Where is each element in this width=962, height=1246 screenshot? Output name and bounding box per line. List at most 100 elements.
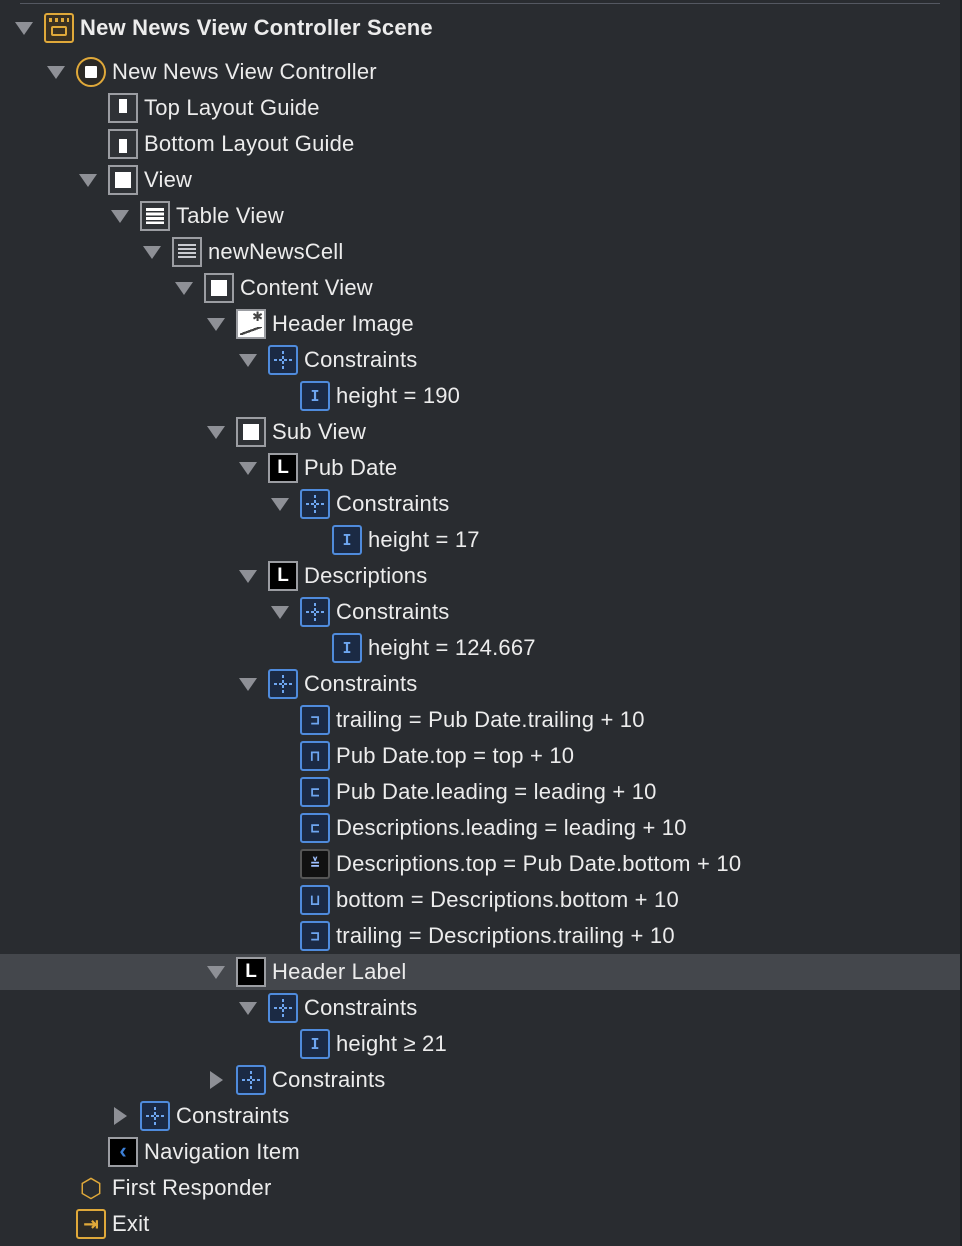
disclosure-collapsed-icon[interactable] <box>206 1070 226 1090</box>
tree-label: Bottom Layout Guide <box>144 131 355 156</box>
tree-label: Pub Date.leading = leading + 10 <box>336 779 657 804</box>
tree-row-constraint[interactable]: I height = 124.667 <box>0 630 960 666</box>
disclosure-expanded-icon[interactable] <box>270 602 290 622</box>
tree-label: New News View Controller <box>112 59 377 84</box>
tree-row-view-controller[interactable]: New News View Controller <box>0 54 960 90</box>
tree-row-bottom-layout-guide[interactable]: Bottom Layout Guide <box>0 126 960 162</box>
layout-guide-icon <box>108 129 138 159</box>
tree-row-constraints[interactable]: Constraints <box>0 666 960 702</box>
tree-label: height = 124.667 <box>368 635 536 660</box>
disclosure-expanded-icon[interactable] <box>206 422 226 442</box>
disclosure-expanded-icon[interactable] <box>238 458 258 478</box>
trailing-constraint-icon: ⊐ <box>300 921 330 951</box>
tree-row-constraint[interactable]: ⊓ Pub Date.top = top + 10 <box>0 738 960 774</box>
tree-row-constraint[interactable]: ⊏ Descriptions.leading = leading + 10 <box>0 810 960 846</box>
tree-row-view[interactable]: View <box>0 162 960 198</box>
disclosure-expanded-icon[interactable] <box>238 566 258 586</box>
tree-row-first-responder[interactable]: ⬡ First Responder <box>0 1170 960 1206</box>
tree-row-header-label[interactable]: L Header Label <box>0 954 960 990</box>
disclosure-expanded-icon[interactable] <box>46 62 66 82</box>
tree-row-constraint[interactable]: ⊐ trailing = Pub Date.trailing + 10 <box>0 702 960 738</box>
table-cell-icon <box>172 237 202 267</box>
first-responder-icon: ⬡ <box>79 1173 103 1203</box>
tree-row-constraints[interactable]: Constraints <box>0 1062 960 1098</box>
tree-label: Constraints <box>304 995 418 1020</box>
layout-guide-icon <box>108 93 138 123</box>
image-view-icon <box>236 309 266 339</box>
constraints-icon <box>268 993 298 1023</box>
tree-row-constraints[interactable]: Constraints <box>0 594 960 630</box>
tree-row-constraints[interactable]: Constraints <box>0 1098 960 1134</box>
navigation-item-icon: ‹ <box>108 1137 138 1167</box>
tree-label: Header Label <box>272 959 407 984</box>
tree-label: First Responder <box>112 1175 272 1200</box>
tree-row-header-image[interactable]: Header Image <box>0 306 960 342</box>
tree-row-constraint[interactable]: ⊏ Pub Date.leading = leading + 10 <box>0 774 960 810</box>
tree-label: Constraints <box>304 347 418 372</box>
tree-row-constraints[interactable]: Constraints <box>0 990 960 1026</box>
tree-label: Content View <box>240 275 373 300</box>
tree-label: Descriptions.leading = leading + 10 <box>336 815 687 840</box>
leading-constraint-icon: ⊏ <box>300 777 330 807</box>
tree-row-constraints[interactable]: Constraints <box>0 486 960 522</box>
tree-row-content-view[interactable]: Content View <box>0 270 960 306</box>
tree-label: Constraints <box>336 599 450 624</box>
tree-label: Navigation Item <box>144 1139 300 1164</box>
constraint-icon: I <box>332 525 362 555</box>
constraint-icon: I <box>300 381 330 411</box>
tree-label: height ≥ 21 <box>336 1031 447 1056</box>
tree-row-constraint[interactable]: ⊔ bottom = Descriptions.bottom + 10 <box>0 882 960 918</box>
tree-row-exit[interactable]: ⇥ Exit <box>0 1206 960 1242</box>
document-outline: New News View Controller Scene New News … <box>0 10 960 1242</box>
tree-row-pub-date[interactable]: L Pub Date <box>0 450 960 486</box>
disclosure-expanded-icon[interactable] <box>110 206 130 226</box>
constraints-icon <box>300 489 330 519</box>
tree-label: trailing = Descriptions.trailing + 10 <box>336 923 675 948</box>
tree-label: Sub View <box>272 419 367 444</box>
constraints-icon <box>268 669 298 699</box>
tree-label: Descriptions.top = Pub Date.bottom + 10 <box>336 851 742 876</box>
tree-row-navigation-item[interactable]: ‹ Navigation Item <box>0 1134 960 1170</box>
top-divider <box>20 3 940 4</box>
tree-row-constraint[interactable]: I height = 17 <box>0 522 960 558</box>
disclosure-expanded-icon[interactable] <box>238 674 258 694</box>
disclosure-expanded-icon[interactable] <box>206 962 226 982</box>
disclosure-expanded-icon[interactable] <box>270 494 290 514</box>
tree-row-constraints[interactable]: Constraints <box>0 342 960 378</box>
vertical-spacing-constraint-icon: ≚ <box>300 849 330 879</box>
tree-label: height = 190 <box>336 383 461 408</box>
tree-label: Descriptions <box>304 563 428 588</box>
view-icon <box>236 417 266 447</box>
disclosure-collapsed-icon[interactable] <box>110 1106 130 1126</box>
constraint-icon: I <box>332 633 362 663</box>
disclosure-expanded-icon[interactable] <box>238 350 258 370</box>
leading-constraint-icon: ⊏ <box>300 813 330 843</box>
tree-label: View <box>144 167 193 192</box>
tree-label: Header Image <box>272 311 414 336</box>
tree-row-constraint[interactable]: ≚ Descriptions.top = Pub Date.bottom + 1… <box>0 846 960 882</box>
tree-row-constraint[interactable]: I height ≥ 21 <box>0 1026 960 1062</box>
tree-row-cell[interactable]: newNewsCell <box>0 234 960 270</box>
trailing-constraint-icon: ⊐ <box>300 705 330 735</box>
view-controller-icon <box>76 57 106 87</box>
view-icon <box>204 273 234 303</box>
tree-row-sub-view[interactable]: Sub View <box>0 414 960 450</box>
disclosure-expanded-icon[interactable] <box>206 314 226 334</box>
disclosure-expanded-icon[interactable] <box>142 242 162 262</box>
tree-label: trailing = Pub Date.trailing + 10 <box>336 707 645 732</box>
disclosure-expanded-icon[interactable] <box>238 998 258 1018</box>
tree-label: Exit <box>112 1211 150 1236</box>
disclosure-expanded-icon[interactable] <box>14 18 34 38</box>
tree-label: Constraints <box>336 491 450 516</box>
tree-row-table-view[interactable]: Table View <box>0 198 960 234</box>
disclosure-expanded-icon[interactable] <box>78 170 98 190</box>
tree-row-top-layout-guide[interactable]: Top Layout Guide <box>0 90 960 126</box>
disclosure-expanded-icon[interactable] <box>174 278 194 298</box>
tree-row-descriptions[interactable]: L Descriptions <box>0 558 960 594</box>
label-icon: L <box>268 561 298 591</box>
tree-row-constraint[interactable]: ⊐ trailing = Descriptions.trailing + 10 <box>0 918 960 954</box>
tree-label: Constraints <box>176 1103 290 1128</box>
tree-label: Table View <box>176 203 284 228</box>
tree-row-constraint[interactable]: I height = 190 <box>0 378 960 414</box>
tree-row-scene[interactable]: New News View Controller Scene <box>0 10 960 46</box>
